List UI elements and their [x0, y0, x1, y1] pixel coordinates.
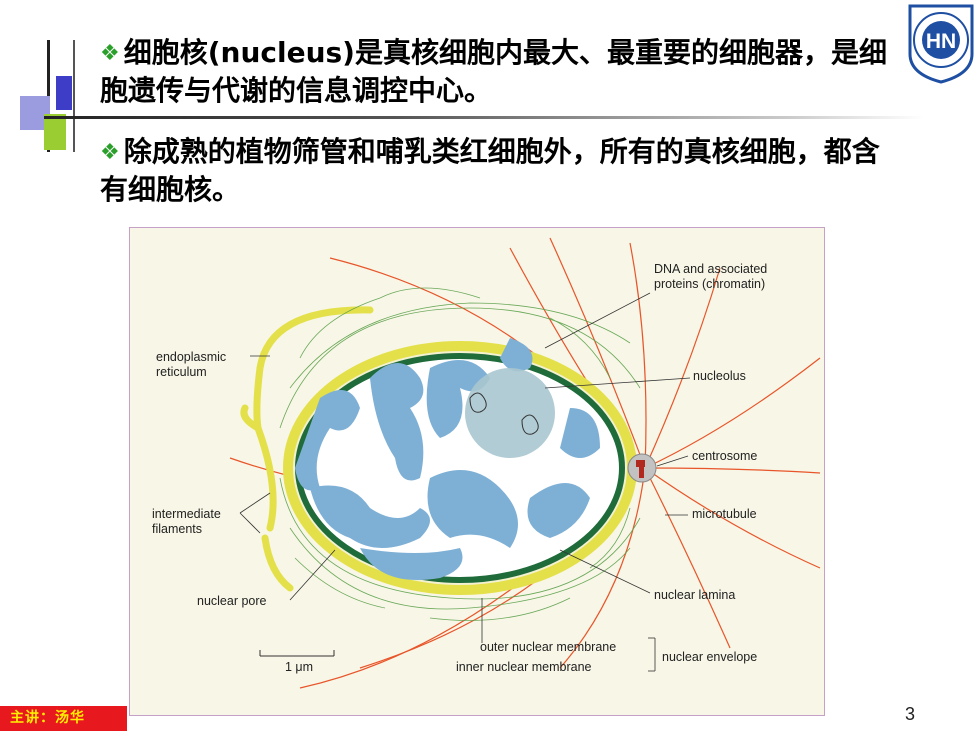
label-microtubule: microtubule: [692, 507, 757, 521]
university-logo: HN: [906, 2, 976, 84]
label-outer: outer nuclear membrane: [480, 640, 617, 654]
label-centrosome: centrosome: [692, 449, 758, 463]
bullet-1-text: 细胞核(nucleus)是真核细胞内最大、最重要的细胞器，是细胞遗传与代谢的信息…: [100, 36, 887, 107]
bullet-icon: ❖: [100, 41, 120, 66]
nucleus-figure: DNA and associated proteins (chromatin) …: [129, 227, 825, 716]
bullet-2-text: 除成熟的植物筛管和哺乳类红细胞外，所有的真核细胞，都含有细胞核。: [100, 135, 880, 206]
label-scale: 1 μm: [285, 660, 314, 674]
decor-line-horizontal: [44, 116, 924, 119]
page-number: 3: [905, 704, 916, 724]
decor-square-blue: [56, 76, 72, 110]
label-lamina: nuclear lamina: [654, 588, 736, 602]
lecturer-tag: 主讲：汤华: [0, 706, 127, 731]
bullet-1: ❖细胞核(nucleus)是真核细胞内最大、最重要的细胞器，是细胞遗传与代谢的信…: [100, 34, 890, 109]
bullet-icon: ❖: [100, 140, 120, 165]
leader-lines: [239, 292, 691, 672]
logo-text: HN: [926, 30, 956, 53]
label-envelope: nuclear envelope: [662, 650, 758, 664]
nucleolus: [465, 368, 555, 458]
label-filaments: intermediate filaments: [152, 507, 221, 536]
er-strands: [240, 306, 374, 592]
label-inner: inner nuclear membrane: [456, 660, 592, 674]
label-chromatin: DNA and associated proteins (chromatin): [654, 262, 768, 291]
decor-bar-vertical-thin: [73, 40, 75, 152]
label-pore: nuclear pore: [197, 594, 267, 608]
scale-bar: [259, 650, 335, 657]
label-nucleolus: nucleolus: [693, 369, 746, 383]
decor-square-green: [44, 114, 66, 150]
chromatin-blobs: [295, 338, 600, 580]
bullet-2: ❖除成熟的植物筛管和哺乳类红细胞外，所有的真核细胞，都含有细胞核。: [100, 133, 890, 208]
label-er: endoplasmic reticulum: [156, 350, 227, 379]
intermediate-filaments: [279, 287, 641, 621]
